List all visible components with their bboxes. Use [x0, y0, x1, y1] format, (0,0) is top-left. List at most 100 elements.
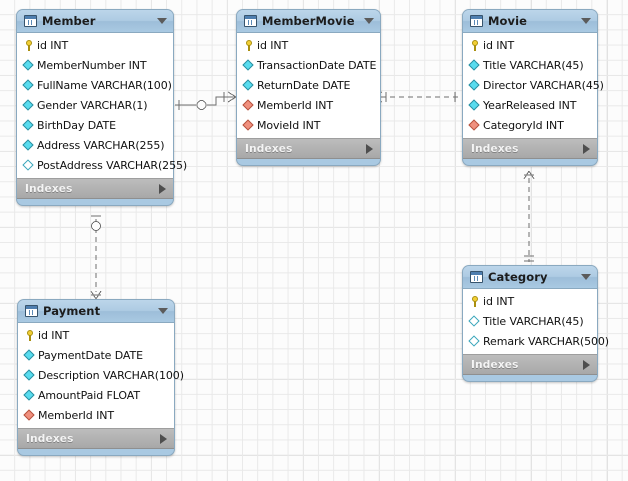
column-label: CategoryId INT	[483, 118, 564, 132]
column-label: Remark VARCHAR(500)	[483, 334, 610, 348]
table-row[interactable]: YearReleased INT	[463, 95, 597, 115]
chevron-down-icon[interactable]	[158, 308, 168, 314]
table-row[interactable]: CategoryId INT	[463, 115, 597, 135]
table-row[interactable]: AmountPaid FLOAT	[18, 385, 174, 405]
table-row[interactable]: PostAddress VARCHAR(255)	[17, 155, 187, 175]
pk-key-icon	[468, 39, 481, 52]
table-row[interactable]: Address VARCHAR(255)	[17, 135, 173, 155]
column-diamond-icon	[468, 79, 481, 92]
indexes-section-member[interactable]: Indexes	[17, 179, 173, 199]
column-label: MemberId INT	[257, 98, 333, 112]
column-label: id INT	[483, 38, 515, 52]
column-label: Title VARCHAR(45)	[483, 314, 584, 328]
table-columns-payment: id INT PaymentDate DATE Description VARC…	[18, 322, 184, 429]
table-payment[interactable]: Payment id INT PaymentDate DATE Descript…	[17, 299, 184, 456]
column-label: MemberNumber INT	[37, 58, 147, 72]
column-label: BirthDay DATE	[37, 118, 116, 132]
chevron-down-icon[interactable]	[581, 274, 591, 280]
indexes-section-payment[interactable]: Indexes	[18, 429, 174, 449]
table-row[interactable]: id INT	[237, 35, 380, 55]
column-label: id INT	[483, 294, 515, 308]
table-row[interactable]: ReturnDate DATE	[237, 75, 380, 95]
column-label: Director VARCHAR(45)	[483, 78, 604, 92]
indexes-label: Indexes	[471, 358, 519, 371]
table-header-movie[interactable]: Movie	[463, 10, 597, 32]
table-row[interactable]: Description VARCHAR(100)	[18, 365, 184, 385]
fk-diamond-icon	[23, 409, 36, 422]
indexes-section-category[interactable]: Indexes	[463, 355, 597, 375]
table-row[interactable]: id INT	[463, 35, 597, 55]
column-label: YearReleased INT	[483, 98, 577, 112]
table-row[interactable]: BirthDay DATE	[17, 115, 173, 135]
table-row[interactable]: PaymentDate DATE	[18, 345, 174, 365]
table-title: Category	[488, 270, 548, 284]
chevron-down-icon[interactable]	[157, 18, 167, 24]
chevron-right-icon[interactable]	[159, 183, 166, 194]
table-row[interactable]: Director VARCHAR(45)	[463, 75, 604, 95]
column-label: MemberId INT	[38, 408, 114, 422]
table-header-payment[interactable]: Payment	[18, 300, 174, 322]
column-diamond-icon	[242, 79, 255, 92]
column-label: PaymentDate DATE	[38, 348, 143, 362]
chevron-down-icon[interactable]	[364, 18, 374, 24]
nullable-diamond-icon	[22, 159, 35, 172]
table-row[interactable]: MemberId INT	[18, 405, 174, 425]
table-movie[interactable]: Movie id INT Title VARCHAR(45) Director …	[462, 9, 604, 166]
fk-diamond-icon	[242, 119, 255, 132]
relation-movie-category	[523, 170, 535, 262]
column-diamond-icon	[22, 79, 35, 92]
column-label: ReturnDate DATE	[257, 78, 351, 92]
table-row[interactable]: Remark VARCHAR(500)	[463, 331, 609, 351]
table-row[interactable]: Title VARCHAR(45)	[463, 311, 597, 331]
indexes-section-movie[interactable]: Indexes	[463, 139, 597, 159]
table-columns-movie: id INT Title VARCHAR(45) Director VARCHA…	[463, 32, 604, 139]
column-diamond-icon	[22, 119, 35, 132]
table-title: Movie	[488, 14, 528, 28]
column-label: Gender VARCHAR(1)	[37, 98, 148, 112]
relation-member-membermovie	[175, 91, 237, 110]
table-header-category[interactable]: Category	[463, 266, 597, 288]
table-row[interactable]: Gender VARCHAR(1)	[17, 95, 173, 115]
column-diamond-icon	[468, 99, 481, 112]
chevron-right-icon[interactable]	[160, 433, 167, 444]
column-diamond-icon	[23, 389, 36, 402]
chevron-right-icon[interactable]	[366, 143, 373, 154]
column-label: AmountPaid FLOAT	[38, 388, 140, 402]
table-row[interactable]: id INT	[18, 325, 174, 345]
column-diamond-icon	[22, 139, 35, 152]
table-member[interactable]: Member id INT MemberNumber INT FullName …	[16, 9, 187, 206]
column-diamond-icon	[242, 59, 255, 72]
pk-key-icon	[23, 329, 36, 342]
column-label: id INT	[257, 38, 289, 52]
column-label: id INT	[37, 38, 69, 52]
chevron-right-icon[interactable]	[583, 359, 590, 370]
table-row[interactable]: Title VARCHAR(45)	[463, 55, 597, 75]
indexes-section-membermovie[interactable]: Indexes	[237, 139, 380, 159]
pk-key-icon	[242, 39, 255, 52]
table-membermovie[interactable]: MemberMovie id INT TransactionDate DATE …	[236, 9, 381, 166]
fk-diamond-icon	[468, 119, 481, 132]
chevron-down-icon[interactable]	[581, 18, 591, 24]
pk-key-icon	[468, 295, 481, 308]
column-label: Description VARCHAR(100)	[38, 368, 184, 382]
table-row[interactable]: MemberNumber INT	[17, 55, 173, 75]
table-row[interactable]: TransactionDate DATE	[237, 55, 380, 75]
table-row[interactable]: FullName VARCHAR(100)	[17, 75, 173, 95]
table-icon	[470, 15, 483, 27]
table-columns-member: id INT MemberNumber INT FullName VARCHAR…	[17, 32, 187, 179]
table-row[interactable]: id INT	[463, 291, 597, 311]
column-label: id INT	[38, 328, 70, 342]
chevron-right-icon[interactable]	[583, 143, 590, 154]
table-header-membermovie[interactable]: MemberMovie	[237, 10, 380, 32]
relation-member-payment	[90, 215, 102, 300]
column-label: Address VARCHAR(255)	[37, 138, 165, 152]
table-row[interactable]: id INT	[17, 35, 173, 55]
table-icon	[25, 305, 38, 317]
table-row[interactable]: MemberId INT	[237, 95, 380, 115]
table-columns-category: id INT Title VARCHAR(45) Remark VARCHAR(…	[463, 288, 609, 355]
indexes-label: Indexes	[25, 182, 73, 195]
table-row[interactable]: MovieId INT	[237, 115, 380, 135]
table-header-member[interactable]: Member	[17, 10, 173, 32]
table-category[interactable]: Category id INT Title VARCHAR(45) Remark…	[462, 265, 609, 382]
